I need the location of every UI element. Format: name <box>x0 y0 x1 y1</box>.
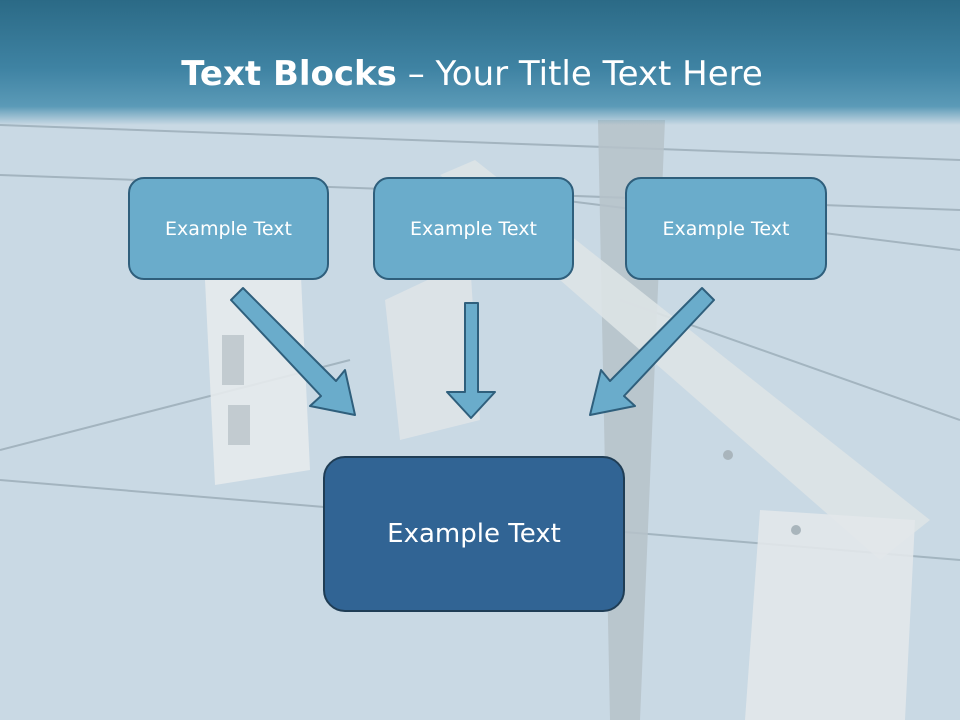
text-block-1-label: Example Text <box>165 217 292 240</box>
text-block-1: Example Text <box>128 177 329 280</box>
text-block-3: Example Text <box>625 177 827 280</box>
main-text-block: Example Text <box>323 456 625 612</box>
slide-title: Text Blocks – Your Title Text Here <box>0 52 944 96</box>
title-bold: Text Blocks <box>181 54 397 94</box>
text-block-2: Example Text <box>373 177 574 280</box>
title-band <box>0 0 960 125</box>
title-rest: Your Title Text Here <box>435 54 763 94</box>
title-separator: – <box>396 54 436 94</box>
text-block-2-label: Example Text <box>410 217 537 240</box>
main-text-block-label: Example Text <box>387 519 561 549</box>
text-block-3-label: Example Text <box>662 217 790 240</box>
